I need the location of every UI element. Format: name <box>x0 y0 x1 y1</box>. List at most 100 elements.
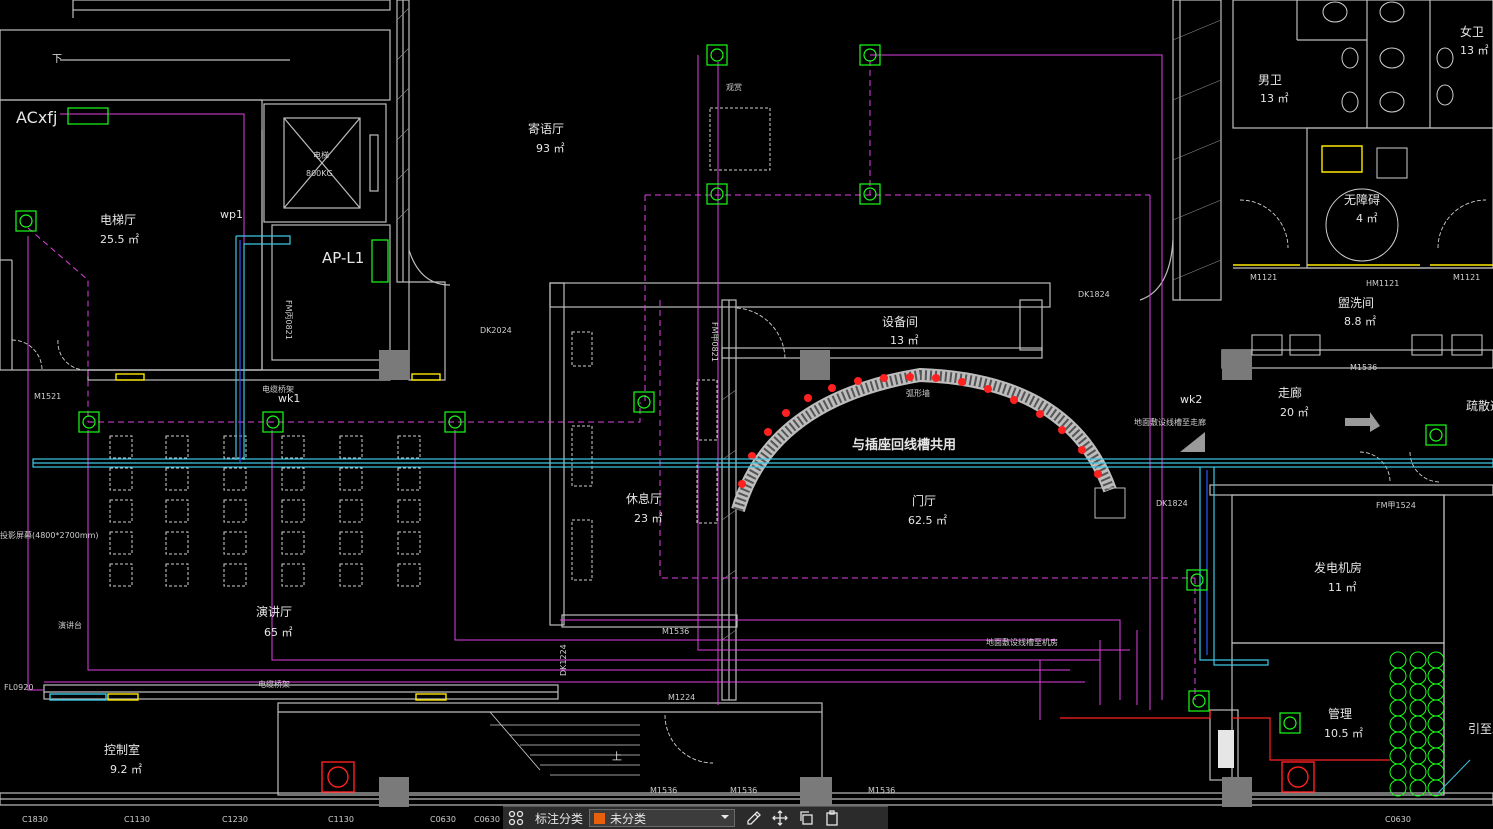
door-dk1224: DK1224 <box>559 644 568 676</box>
accessible-wc-area: 4 ㎡ <box>1356 212 1378 225</box>
door-m1536-b: M1536 <box>650 786 677 795</box>
arch-wall-label: 弧形墙 <box>906 388 930 398</box>
annotation-toolbar: 标注分类 未分类 <box>503 806 888 829</box>
lounge-area: 23 ㎡ <box>634 512 663 525</box>
hallway-name: 走廊 <box>1278 385 1302 400</box>
move-icon[interactable] <box>767 807 793 829</box>
window-c0630-a: C0630 <box>430 815 456 824</box>
lobby-area: 62.5 ㎡ <box>908 514 947 527</box>
circuits-dashed <box>27 60 1196 700</box>
accessible-grab-bars <box>1233 145 1493 266</box>
lecture-hall-name: 演讲厅 <box>256 604 292 619</box>
door-m1521: M1521 <box>34 392 61 401</box>
layer-dropdown[interactable]: 未分类 <box>589 809 736 827</box>
direction-arrow <box>1345 412 1380 432</box>
edit-icon[interactable] <box>741 807 767 829</box>
smoke-right: 疏散通 <box>1466 398 1493 413</box>
fl0920-label: FL0920 <box>4 683 33 692</box>
generator-room-area: 11 ㎡ <box>1328 581 1357 594</box>
generator-coils <box>1389 651 1445 797</box>
layer-dropdown-value: 未分类 <box>610 811 647 826</box>
window-c1830: C1830 <box>22 815 48 824</box>
elevator-load: 800KG <box>306 169 333 178</box>
exit-right: 引至二 <box>1468 722 1493 736</box>
door-swings <box>11 199 1487 764</box>
wk1-tray-b: 电缆桥架 <box>258 679 290 689</box>
elevator-label: 电梯 <box>313 150 329 160</box>
wall-hatch <box>396 7 1222 641</box>
cable-tray <box>32 235 1493 666</box>
drawing-labels: ACxfj AP-L1 wp1 wk1 wk2 与插座回线槽共用 电梯厅 25.… <box>0 24 1493 824</box>
window-c0630-c: C0630 <box>1385 815 1411 824</box>
panel-device <box>1218 730 1234 768</box>
viewing-wall: 观赏 <box>726 82 742 92</box>
corner-arrow <box>1180 432 1205 452</box>
window-c1230-a: C1230 <box>222 815 248 824</box>
control-room-area: 9.2 ㎡ <box>110 763 142 776</box>
wk1-tray: 电缆桥架 <box>262 384 294 394</box>
ap-panel-label: AP-L1 <box>322 249 364 267</box>
window-c1130-b: C1130 <box>328 815 354 824</box>
stair-up: 上 <box>612 751 622 763</box>
door-dk1824-right: DK1824 <box>1156 499 1188 508</box>
door-dk1824-top: DK1824 <box>1078 290 1110 299</box>
equipment-room-name: 设备间 <box>882 315 918 329</box>
management-area: 10.5 ㎡ <box>1324 727 1363 740</box>
alarm-units <box>321 761 1315 793</box>
podium-label: 演讲台 <box>58 620 82 630</box>
male-wc-name: 男卫 <box>1258 73 1282 87</box>
grid-icon[interactable] <box>503 807 529 829</box>
red-feeders <box>1060 710 1390 761</box>
lecture-hall-area: 65 ㎡ <box>264 626 293 639</box>
copy-icon[interactable] <box>793 807 819 829</box>
door-m1536-e: M1536 <box>1350 363 1377 372</box>
junction-boxes <box>15 44 1447 734</box>
elevator-hall-name: 电梯厅 <box>100 213 136 227</box>
wp1-label: wp1 <box>220 208 243 221</box>
corridor-left-area: 93 ㎡ <box>536 142 565 155</box>
paste-icon[interactable] <box>819 807 845 829</box>
tray-note-bottom: 地面敷设线槽至机房 <box>986 637 1058 647</box>
management-name: 管理 <box>1328 706 1352 721</box>
equipment-room-area: 13 ㎡ <box>890 334 919 347</box>
female-wc-name: 女卫 <box>1460 24 1484 39</box>
elevator-hall-area: 25.5 ㎡ <box>100 233 139 246</box>
control-room-name: 控制室 <box>104 742 140 757</box>
stair-down: 下 <box>52 54 62 65</box>
toilet-fixtures <box>1251 1 1483 356</box>
window-c0630-b: C0630 <box>474 815 500 824</box>
chevron-down-icon <box>720 811 730 825</box>
screen-note: 投影屏幕(4800*2700mm) <box>0 530 99 540</box>
female-wc-area: 13 ㎡ <box>1460 44 1489 57</box>
door-m1121-b: M1121 <box>1453 273 1480 282</box>
door-hm1121: HM1121 <box>1366 279 1399 288</box>
corridor-left-name: 寄语厅 <box>528 121 564 136</box>
wk2-label: wk2 <box>1180 393 1202 406</box>
wash-room-name: 盥洗间 <box>1338 296 1374 310</box>
door-m1536-c: M1536 <box>730 786 757 795</box>
accessible-wc-name: 无障碍 <box>1344 192 1380 207</box>
door-m1536-a: M1536 <box>662 627 689 636</box>
door-m1536-d: M1536 <box>868 786 895 795</box>
cable-tray-blue <box>239 240 1208 655</box>
annotation-category-label: 标注分类 <box>535 811 584 826</box>
columns <box>379 350 1252 807</box>
tray-note-right: 地面敷设线槽至走廊 <box>1134 417 1206 427</box>
wash-room-area: 8.8 ㎡ <box>1344 315 1376 328</box>
exit-lights <box>107 373 447 701</box>
circuits-solid <box>27 54 1163 720</box>
door-dk2024: DK2024 <box>480 326 512 335</box>
stairs <box>489 711 640 776</box>
arch-wall <box>731 367 1126 519</box>
ac-panel-label: ACxfj <box>16 108 57 127</box>
door-fm1524: FM甲1524 <box>1376 501 1416 510</box>
screen-fixture <box>49 693 107 701</box>
wk1-label: wk1 <box>278 392 300 405</box>
male-wc-area: 13 ㎡ <box>1260 92 1289 105</box>
door-fm0821: FM丙0821 <box>284 300 293 340</box>
hallway-area: 20 ㎡ <box>1280 406 1309 419</box>
walls <box>0 0 1493 806</box>
door-m1224: M1224 <box>668 693 695 702</box>
generator-room-name: 发电机房 <box>1314 560 1362 575</box>
